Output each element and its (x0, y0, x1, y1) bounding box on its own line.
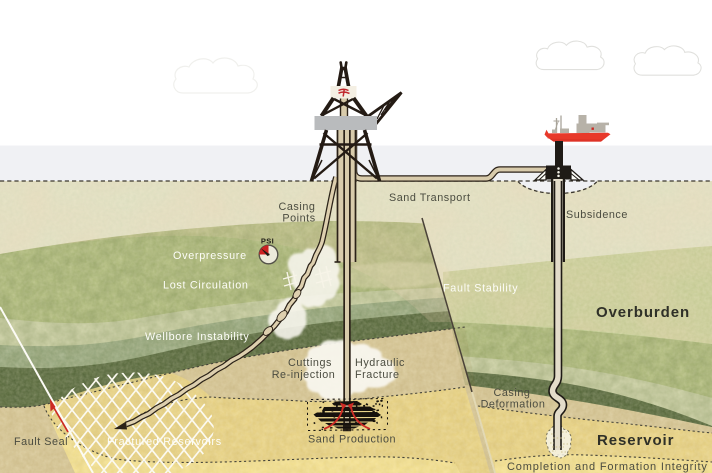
svg-text:Points: Points (282, 213, 315, 225)
svg-text:Lost Circulation: Lost Circulation (163, 280, 249, 292)
svg-text:Wellbore Instability: Wellbore Instability (145, 331, 249, 343)
svg-text:Completion and Formation Integ: Completion and Formation Integrity (507, 461, 708, 473)
svg-text:Cuttings: Cuttings (288, 357, 332, 369)
svg-text:Fractured Reservoirs: Fractured Reservoirs (107, 436, 222, 448)
svg-text:Fault Stability: Fault Stability (443, 283, 518, 295)
svg-text:Fault Seal: Fault Seal (14, 436, 68, 448)
svg-text:Overburden: Overburden (596, 304, 690, 321)
svg-text:Subsidence: Subsidence (566, 209, 628, 221)
svg-text:Sand Production: Sand Production (308, 434, 396, 446)
svg-text:Overpressure: Overpressure (173, 250, 247, 262)
svg-text:Reservoir: Reservoir (597, 432, 674, 449)
svg-text:Hydraulic: Hydraulic (355, 357, 405, 369)
svg-text:PSI: PSI (261, 237, 274, 246)
svg-text:Casing: Casing (279, 201, 316, 213)
svg-text:Casing: Casing (494, 387, 531, 399)
svg-text:Deformation: Deformation (481, 399, 546, 411)
svg-text:Fracture: Fracture (355, 369, 400, 381)
svg-text:Re-injection: Re-injection (272, 369, 336, 381)
svg-text:Sand Transport: Sand Transport (389, 192, 471, 204)
